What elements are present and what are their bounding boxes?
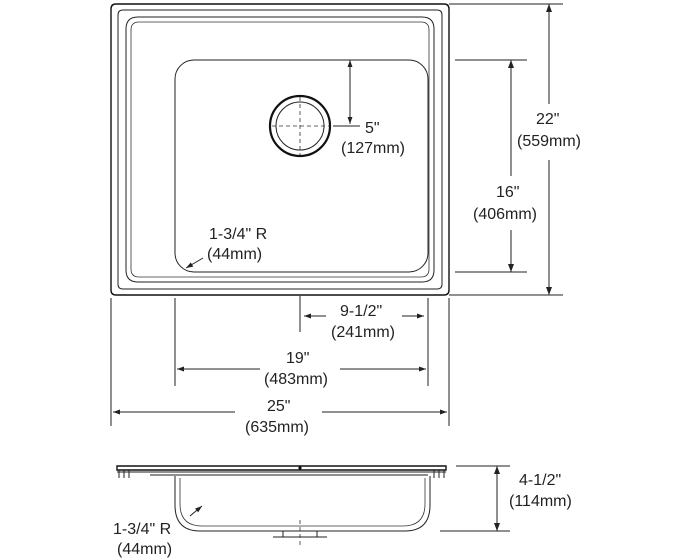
overall-depth-metric: (559mm) <box>517 133 581 150</box>
overall-depth-dimension: 22" (559mm) <box>449 3 581 296</box>
sink-outer-rim <box>110 3 450 296</box>
drain-offset-label: 9-1/2" <box>340 303 382 320</box>
drain-dimension: 5" (127mm) <box>333 60 405 157</box>
bowl-height-label: 4-1/2" <box>519 472 561 489</box>
bowl-depth-dimension: 16" (406mm) <box>455 59 537 273</box>
sink-bowl-outline <box>174 59 429 273</box>
sink-deck-edge-inner <box>130 21 430 278</box>
side-rim <box>116 465 447 471</box>
overall-depth-label: 22" <box>536 111 559 128</box>
bowl-height-metric: (114mm) <box>509 493 572 510</box>
overall-width-label: 25" <box>267 398 290 415</box>
side-corner-radius-callout: 1-3/4" R (44mm) <box>113 505 203 558</box>
sink-deck-edge <box>125 16 435 283</box>
bowl-width-metric: (483mm) <box>264 371 328 388</box>
bowl-height-dimension: 4-1/2" (114mm) <box>440 465 572 532</box>
sink-side-view <box>116 465 447 545</box>
drain-offset-dimension: 9-1/2" (241mm) <box>299 296 424 341</box>
corner-radius-callout: 1-3/4" R (44mm) <box>185 226 267 269</box>
overall-width-dimension: 25" (635mm) <box>110 298 450 436</box>
overall-width-metric: (635mm) <box>245 419 309 436</box>
sink-top-view <box>110 3 450 296</box>
corner-radius-label: 1-3/4" R <box>209 226 267 243</box>
side-bowl-outline <box>174 476 431 532</box>
bowl-width-dimension: 19" (483mm) <box>174 298 429 388</box>
side-corner-radius-label: 1-3/4" R <box>113 521 171 538</box>
drain-label: 5" <box>365 120 380 137</box>
bowl-depth-label: 16" <box>496 184 519 201</box>
drain-metric: (127mm) <box>341 140 405 157</box>
sink-rim-inner-line <box>117 9 443 290</box>
drain-offset-metric: (241mm) <box>331 324 395 341</box>
corner-radius-metric: (44mm) <box>207 246 262 263</box>
bowl-width-label: 19" <box>286 350 309 367</box>
bowl-depth-metric: (406mm) <box>473 206 537 223</box>
side-corner-radius-metric: (44mm) <box>117 541 172 558</box>
